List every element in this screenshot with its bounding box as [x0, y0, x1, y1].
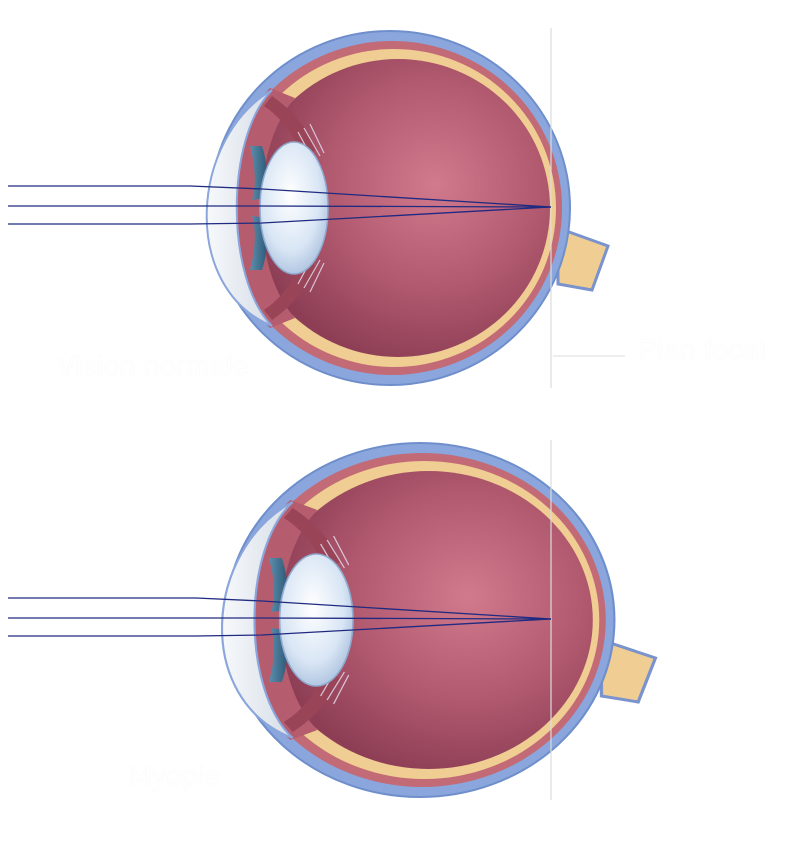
- focal-plane-caption: Plan focal: [638, 334, 766, 365]
- light-rays-myopia: [8, 597, 552, 637]
- normal-vision-caption: Vision normale: [57, 350, 249, 381]
- light-rays-normal: [8, 185, 552, 225]
- myopia-caption: Myopie: [128, 760, 222, 791]
- myopic-eye: [220, 441, 658, 799]
- normal-eye: [205, 29, 610, 387]
